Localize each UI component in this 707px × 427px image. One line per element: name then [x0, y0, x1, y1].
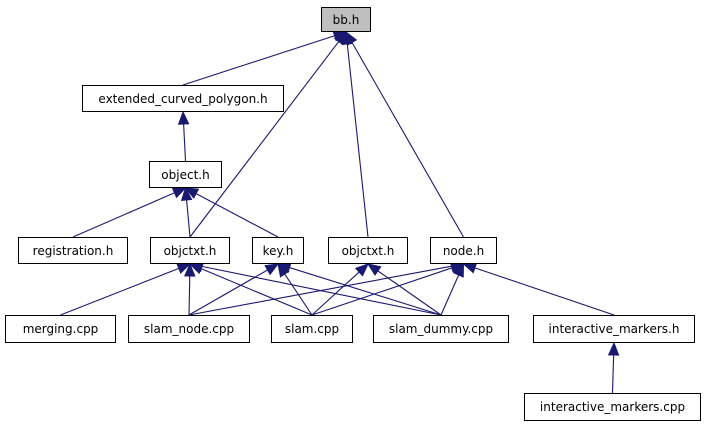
node-interactive-markers-h[interactable]: interactive_markers.h — [533, 315, 695, 343]
edge-im_cpp-to-im_h — [611, 354, 615, 394]
node-objctxt-h-first[interactable]: objctxt.h — [150, 237, 230, 264]
node-registration-h[interactable]: registration.h — [18, 237, 128, 264]
edge-slam-to-objctxt2 — [311, 271, 360, 316]
node-interactive-markers-cpp[interactable]: interactive_markers.cpp — [524, 393, 701, 421]
edge-nodeh-to-bb — [351, 42, 464, 238]
arrowhead-slam-to-objctxt2 — [354, 263, 369, 277]
edge-ecp-to-bb — [182, 35, 335, 86]
arrowhead-key-to-object — [184, 187, 200, 199]
edge-slam_dummy-to-nodeh — [440, 274, 460, 316]
edge-key-to-object — [195, 193, 279, 238]
edge-slam_node-to-nodeh — [188, 265, 452, 316]
edge-registration-to-object — [72, 192, 175, 238]
node-node-h[interactable]: node.h — [430, 237, 497, 264]
node-objctxt-h-second[interactable]: objctxt.h — [328, 237, 408, 264]
edge-object-to-ecp — [183, 123, 187, 162]
node-extended-curved-polygon-h[interactable]: extended_curved_polygon.h — [82, 85, 284, 112]
edge-slam-to-nodeh — [311, 267, 453, 316]
node-object-h[interactable]: object.h — [149, 161, 222, 188]
node-slam-cpp[interactable]: slam.cpp — [271, 315, 353, 343]
edge-objctxt2-to-bb — [346, 43, 369, 238]
arrowhead-slam_dummy-to-nodeh — [453, 262, 465, 278]
edge-im_h-to-nodeh — [474, 267, 615, 316]
arrowhead-nodeh-to-bb — [345, 30, 358, 46]
node-slam-node-cpp[interactable]: slam_node.cpp — [128, 315, 250, 343]
node-slam-dummy-cpp[interactable]: slam_dummy.cpp — [373, 315, 509, 343]
arrowhead-im_cpp-to-im_h — [607, 341, 620, 356]
edge-slam_node-to-key — [188, 269, 268, 316]
edge-objctxt1-to-object — [186, 199, 191, 238]
edge-slam_dummy-to-key — [289, 267, 442, 316]
node-key-h[interactable]: key.h — [252, 237, 304, 264]
edge-merging-to-objctxt1 — [60, 267, 180, 316]
arrowhead-object-to-ecp — [177, 110, 190, 125]
node-bb-h: bb.h — [321, 7, 371, 32]
arrowhead-slam_dummy-to-objctxt2 — [366, 263, 382, 276]
edge-slam_node-to-objctxt1 — [188, 275, 191, 316]
edge-slam-to-objctxt1 — [200, 268, 313, 316]
arrowhead-registration-to-object — [171, 187, 187, 199]
edge-objctxt1-to-bb — [189, 41, 340, 238]
arrowhead-slam_node-to-key — [264, 263, 280, 276]
arrowhead-slam_node-to-objctxt1 — [184, 262, 196, 277]
arrowhead-objctxt1-to-object — [180, 186, 193, 201]
node-merging-cpp[interactable]: merging.cpp — [5, 315, 116, 343]
arrowhead-im_h-to-nodeh — [462, 262, 478, 274]
